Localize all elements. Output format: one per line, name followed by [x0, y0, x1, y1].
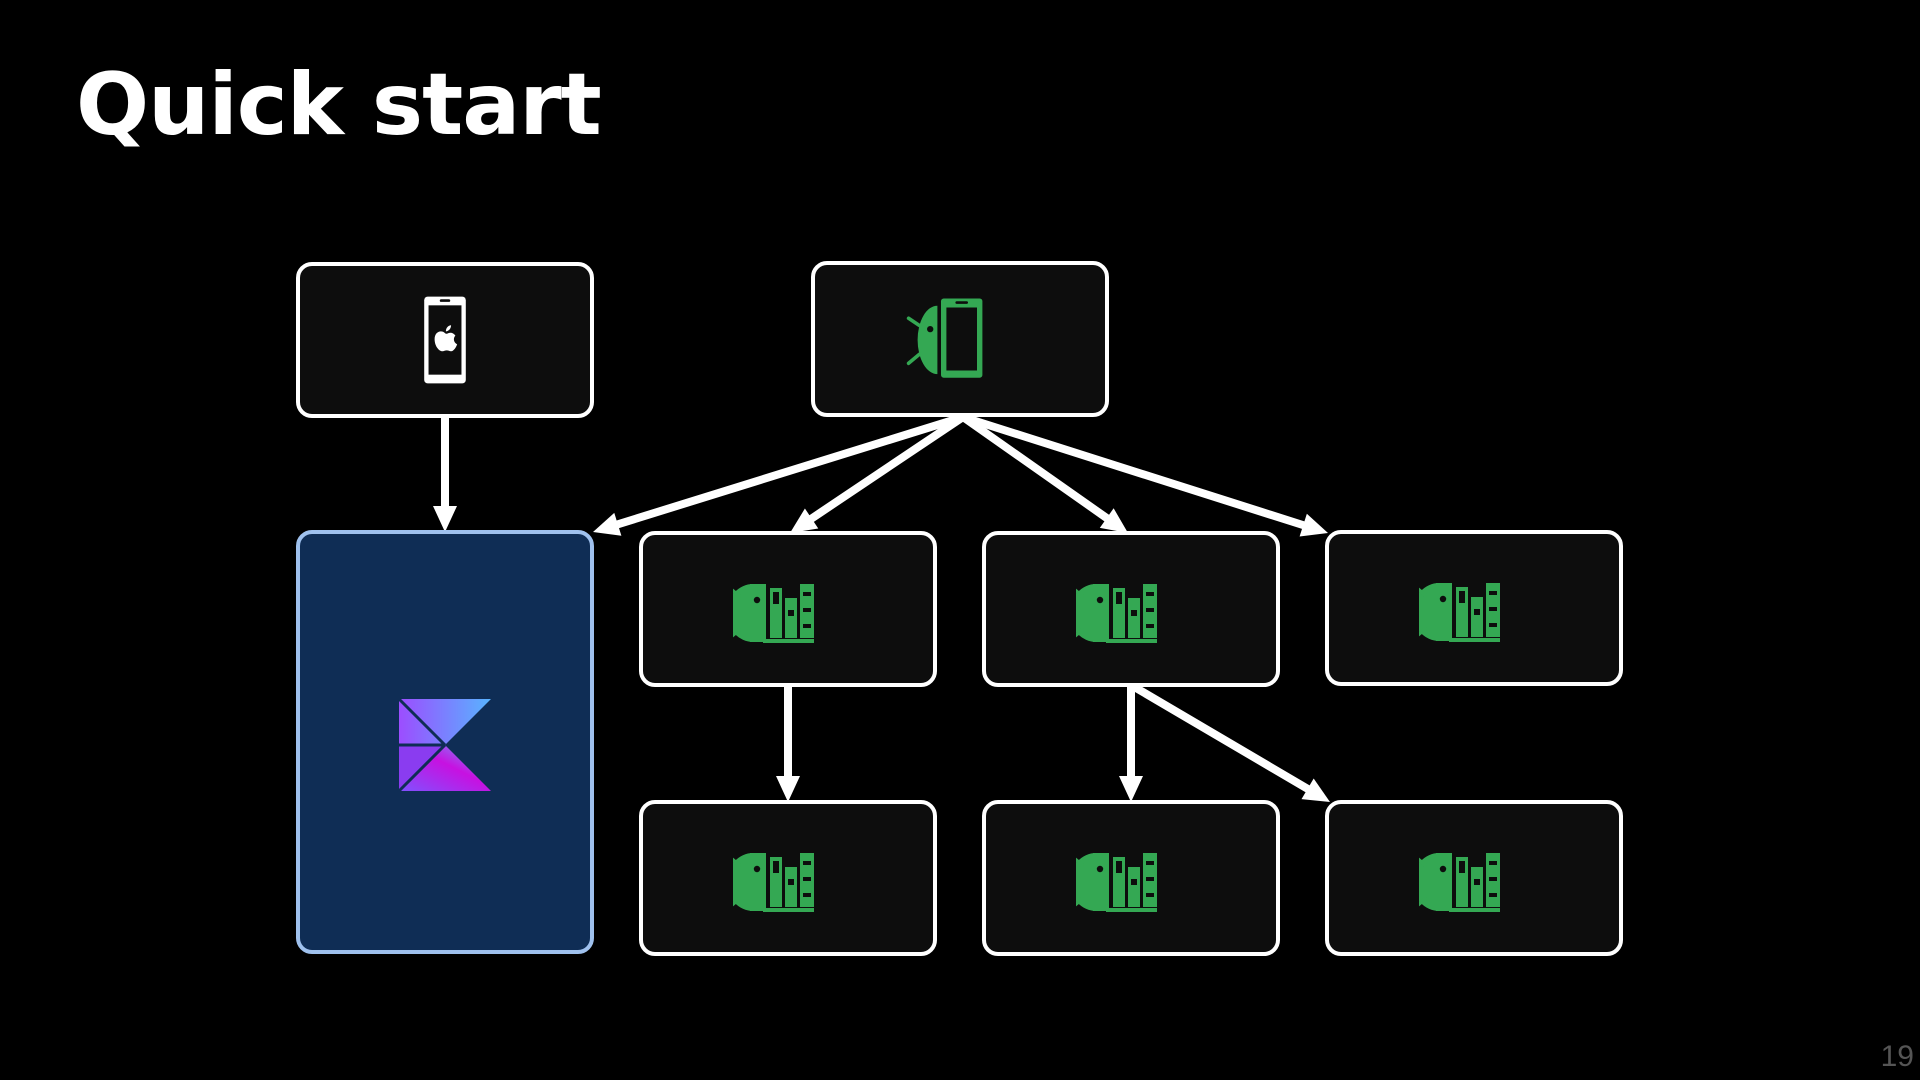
android-library-icon	[733, 582, 816, 644]
edge-ios-app-to-kmp-shared	[433, 412, 457, 532]
arrow-head	[593, 512, 622, 536]
nodes-layer	[296, 261, 1623, 956]
arrow-head	[776, 776, 800, 802]
android-library-icon	[1419, 851, 1502, 913]
edge-lib-b-to-lib-e	[1119, 681, 1143, 802]
slide-title: Quick start	[76, 55, 602, 155]
node-lib-d	[639, 800, 937, 956]
arrow-head	[1301, 778, 1330, 802]
node-lib-b	[982, 531, 1280, 687]
edge-lib-a-to-lib-d	[776, 681, 800, 802]
arrow-head	[1099, 508, 1128, 533]
android-library-icon	[1419, 581, 1502, 643]
edge-line	[613, 413, 967, 529]
node-lib-e	[982, 800, 1280, 956]
edge-line	[959, 413, 1308, 530]
edge-line	[807, 413, 967, 523]
arrow-head	[790, 508, 819, 533]
arrow-head	[433, 506, 457, 532]
edge-android-app-to-lib-c	[959, 413, 1328, 537]
node-android-app	[811, 261, 1109, 417]
node-ios-app	[296, 262, 594, 418]
arrow-head	[1119, 776, 1143, 802]
page-number: 19	[1880, 1040, 1914, 1073]
edge-line	[1127, 681, 1312, 793]
node-lib-c	[1325, 530, 1623, 686]
android-library-icon	[1076, 851, 1159, 913]
edge-android-app-to-kmp-shared	[593, 413, 967, 536]
android-library-icon	[1076, 582, 1159, 644]
kotlin-logo-icon	[397, 697, 491, 793]
edge-android-app-to-lib-b	[959, 413, 1128, 533]
ios-phone-icon	[424, 296, 466, 384]
node-kmp-shared	[296, 530, 594, 954]
node-lib-f	[1325, 800, 1623, 956]
edges-layer	[433, 412, 1330, 802]
edge-line	[959, 413, 1111, 523]
node-lib-a	[639, 531, 937, 687]
android-library-icon	[733, 851, 816, 913]
arrow-head	[1299, 513, 1328, 537]
edge-lib-b-to-lib-f	[1127, 681, 1330, 802]
edge-android-app-to-lib-a	[790, 413, 967, 533]
